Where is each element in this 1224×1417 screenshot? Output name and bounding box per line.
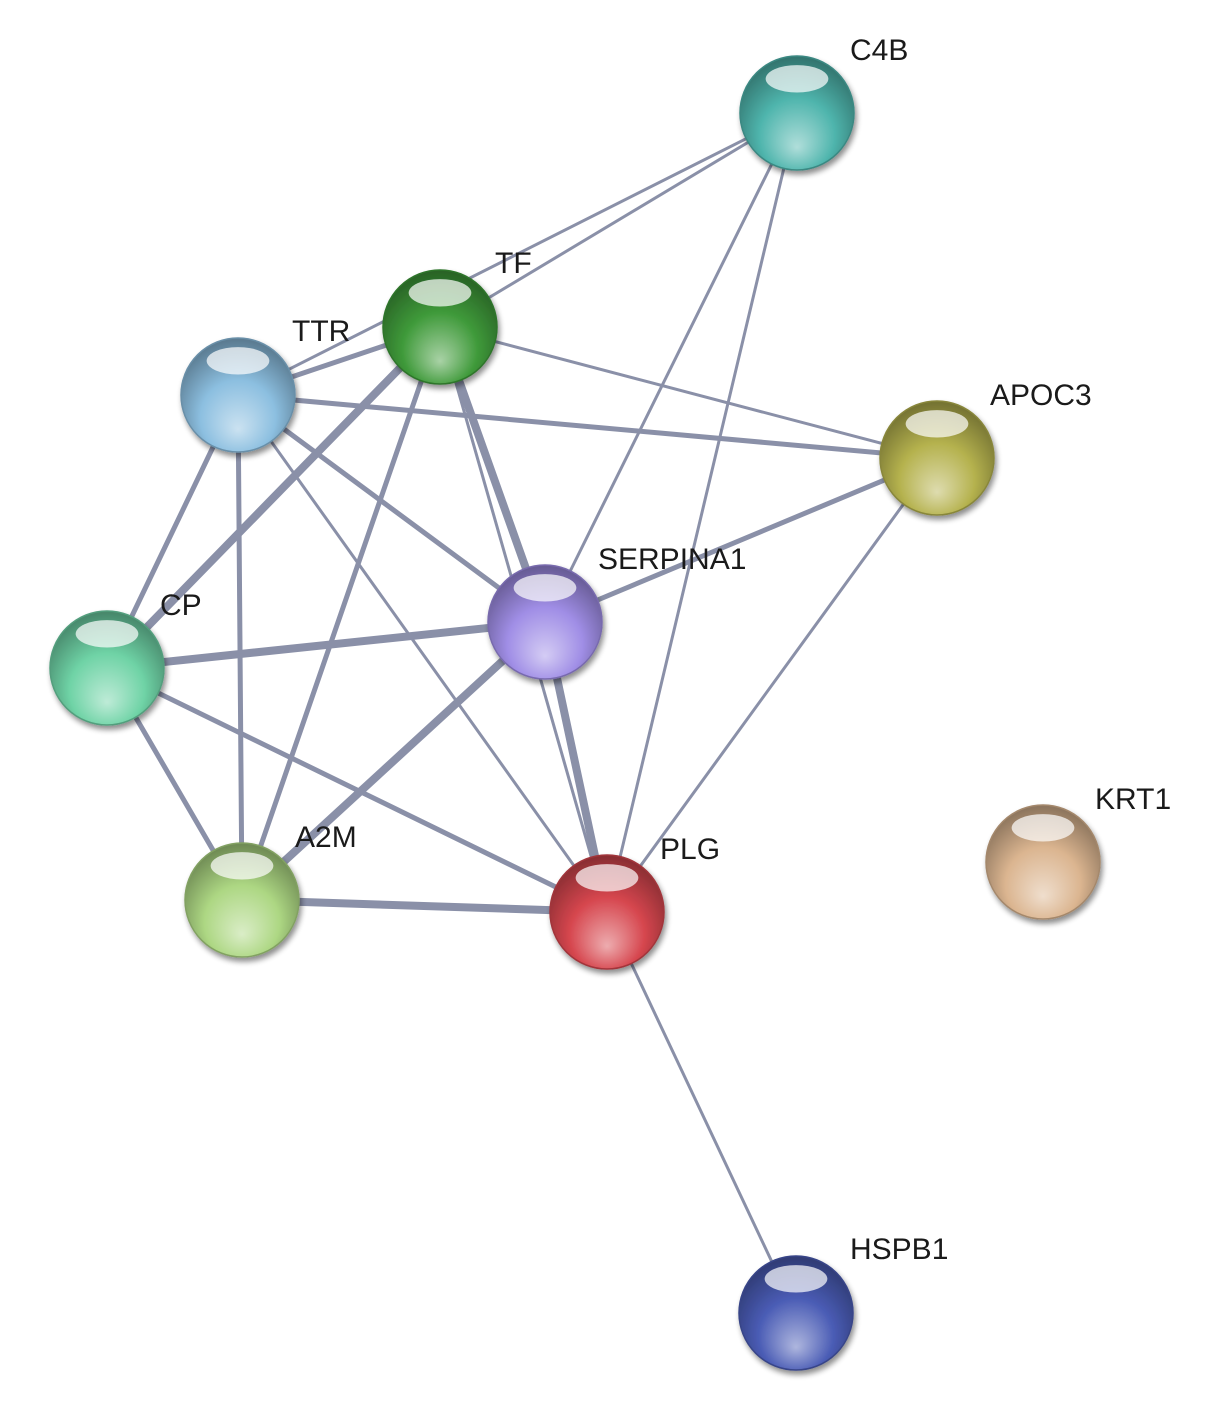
edge-ttr-plg (236, 393, 609, 914)
node-serpina1[interactable]: SERPINA1 (487, 543, 746, 680)
node-krt1[interactable]: KRT1 (985, 783, 1171, 920)
edge-tf-cp (103, 323, 444, 672)
edge-serpina1-c4b (543, 111, 799, 624)
node-sphere-serpina1[interactable] (487, 564, 603, 680)
edge-serpina1-cp (103, 618, 549, 672)
node-sphere-apoc3[interactable] (879, 400, 995, 516)
edge-tf-c4b (438, 111, 799, 329)
edge-a2m-plg (238, 896, 611, 916)
node-highlight (575, 864, 639, 892)
edge-ttr-serpina1 (235, 392, 548, 625)
edges-layer (103, 111, 940, 1315)
edge-cp-plg (104, 665, 610, 915)
node-plg[interactable]: PLG (549, 833, 720, 970)
edge-tf-apoc3 (438, 325, 939, 460)
node-c4b[interactable]: C4B (739, 34, 908, 171)
node-sphere-c4b[interactable] (739, 55, 855, 171)
node-sphere-tf[interactable] (382, 269, 498, 385)
node-sphere-a2m[interactable] (184, 842, 300, 958)
node-highlight (513, 574, 577, 602)
node-highlight (1011, 814, 1075, 842)
node-label-ttr: TTR (292, 315, 350, 348)
node-highlight (206, 347, 270, 375)
node-label-apoc3: APOC3 (990, 379, 1092, 412)
node-sphere-hspb1[interactable] (738, 1255, 854, 1371)
edge-serpina1-a2m (238, 618, 549, 904)
node-highlight (210, 852, 274, 880)
node-sphere-ttr[interactable] (180, 337, 296, 453)
node-label-serpina1: SERPINA1 (598, 543, 746, 576)
edge-ttr-c4b (236, 111, 799, 397)
node-sphere-cp[interactable] (49, 610, 165, 726)
node-a2m[interactable]: A2M (184, 821, 357, 958)
node-sphere-krt1[interactable] (985, 804, 1101, 920)
node-highlight (905, 410, 969, 438)
node-highlight (765, 65, 829, 93)
edge-apoc3-plg (605, 456, 939, 914)
node-label-c4b: C4B (850, 34, 908, 67)
node-label-krt1: KRT1 (1095, 783, 1171, 816)
edge-tf-a2m (239, 324, 443, 903)
node-highlight (75, 620, 139, 648)
node-label-tf: TF (495, 247, 532, 280)
node-tf[interactable]: TF (382, 247, 532, 385)
node-label-hspb1: HSPB1 (850, 1233, 948, 1266)
edge-plg-c4b (605, 111, 799, 914)
node-label-plg: PLG (660, 833, 720, 866)
node-sphere-plg[interactable] (549, 854, 665, 970)
node-label-cp: CP (160, 589, 202, 622)
node-label-a2m: A2M (295, 821, 357, 854)
node-highlight (764, 1265, 828, 1293)
node-highlight (408, 279, 472, 307)
node-ttr[interactable]: TTR (180, 315, 350, 453)
edge-ttr-a2m (235, 392, 245, 903)
node-hspb1[interactable]: HSPB1 (738, 1233, 948, 1371)
node-apoc3[interactable]: APOC3 (879, 379, 1092, 516)
edge-apoc3-serpina1 (542, 455, 940, 625)
node-cp[interactable]: CP (49, 589, 202, 726)
edge-plg-hspb1 (605, 910, 798, 1315)
edge-ttr-apoc3 (235, 392, 940, 461)
